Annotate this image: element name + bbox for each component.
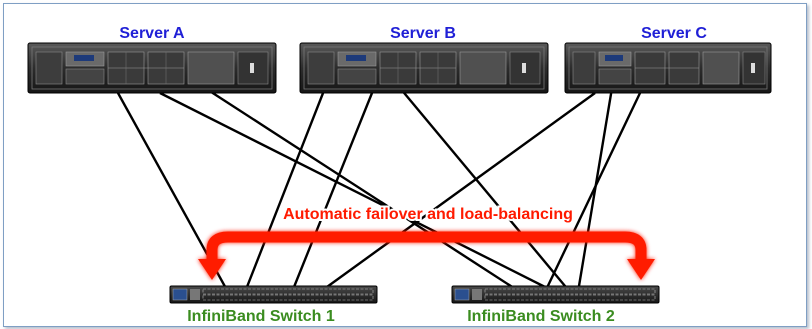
switch-2-label: InfiniBand Switch 2 xyxy=(467,308,615,325)
server-c-label: Server C xyxy=(641,25,707,42)
failover-label: Automatic failover and load-balancing xyxy=(283,206,573,223)
failover-arrow xyxy=(198,231,655,280)
server-b xyxy=(299,42,549,94)
cable-serverA-switch2-b xyxy=(159,91,556,294)
cable-serverA-switch2 xyxy=(204,86,521,294)
failover-arrowhead-right xyxy=(627,259,655,280)
cable-serverB-switch1-b xyxy=(243,87,327,293)
switch-1-label: InfiniBand Switch 1 xyxy=(187,308,335,325)
switch-2 xyxy=(451,285,660,304)
cable-serverB-switch1-a xyxy=(290,92,374,293)
cable-serverC-switch1 xyxy=(319,92,596,293)
switch-1 xyxy=(169,285,378,304)
cable-serverB-switch2 xyxy=(399,87,571,293)
server-b-label: Server B xyxy=(390,25,456,42)
server-a-label: Server A xyxy=(119,25,185,42)
cable-serverC-switch2-b xyxy=(576,87,614,293)
cable-serverC-switch2-a xyxy=(543,92,642,293)
failover-arrowhead-left xyxy=(198,259,226,280)
cables xyxy=(116,86,642,294)
server-a xyxy=(27,42,277,94)
server-c xyxy=(564,42,772,94)
